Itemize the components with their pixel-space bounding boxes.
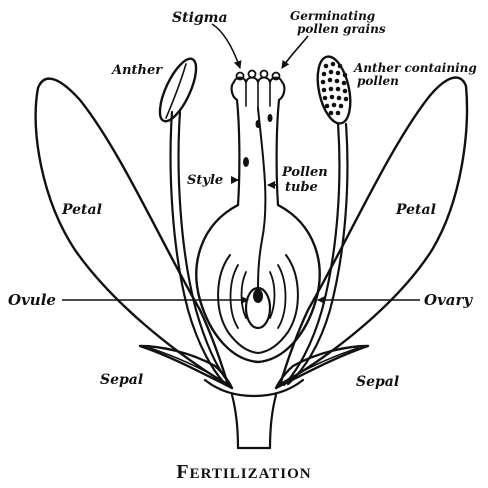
label-germinating-1: Germinating xyxy=(290,9,375,23)
label-ovary: Ovary xyxy=(424,291,473,309)
label-petal-left: Petal xyxy=(61,202,102,218)
label-pollen-tube-2: tube xyxy=(285,180,318,195)
label-anther-containing-1: Anther containing xyxy=(353,61,477,75)
label-anther: Anther xyxy=(110,63,163,78)
pollen-tube-tip-left xyxy=(243,157,249,167)
flower-stalk xyxy=(232,395,276,448)
label-germinating-2: pollen grains xyxy=(297,22,386,36)
caption-rest: ERTILIZATION xyxy=(190,466,312,482)
anther-left-slit xyxy=(166,64,186,118)
label-style: Style xyxy=(187,173,223,188)
label-anther-containing-2: pollen xyxy=(357,74,399,88)
label-sepal-left: Sepal xyxy=(100,372,143,388)
label-stigma: Stigma xyxy=(172,10,228,26)
label-sepal-right: Sepal xyxy=(356,374,399,390)
label-ovule: Ovule xyxy=(8,291,56,309)
caption: FERTILIZATION xyxy=(176,461,311,483)
stigma-lobes xyxy=(232,78,285,111)
label-pollen-tube-1: Pollen xyxy=(281,165,328,180)
germinating-pollen-grains xyxy=(237,71,280,80)
egg-cell xyxy=(253,289,263,303)
caption-first-letter: F xyxy=(176,461,189,483)
pollen-tube xyxy=(258,108,265,292)
label-petal-right: Petal xyxy=(395,202,436,218)
style-shape xyxy=(237,100,239,205)
